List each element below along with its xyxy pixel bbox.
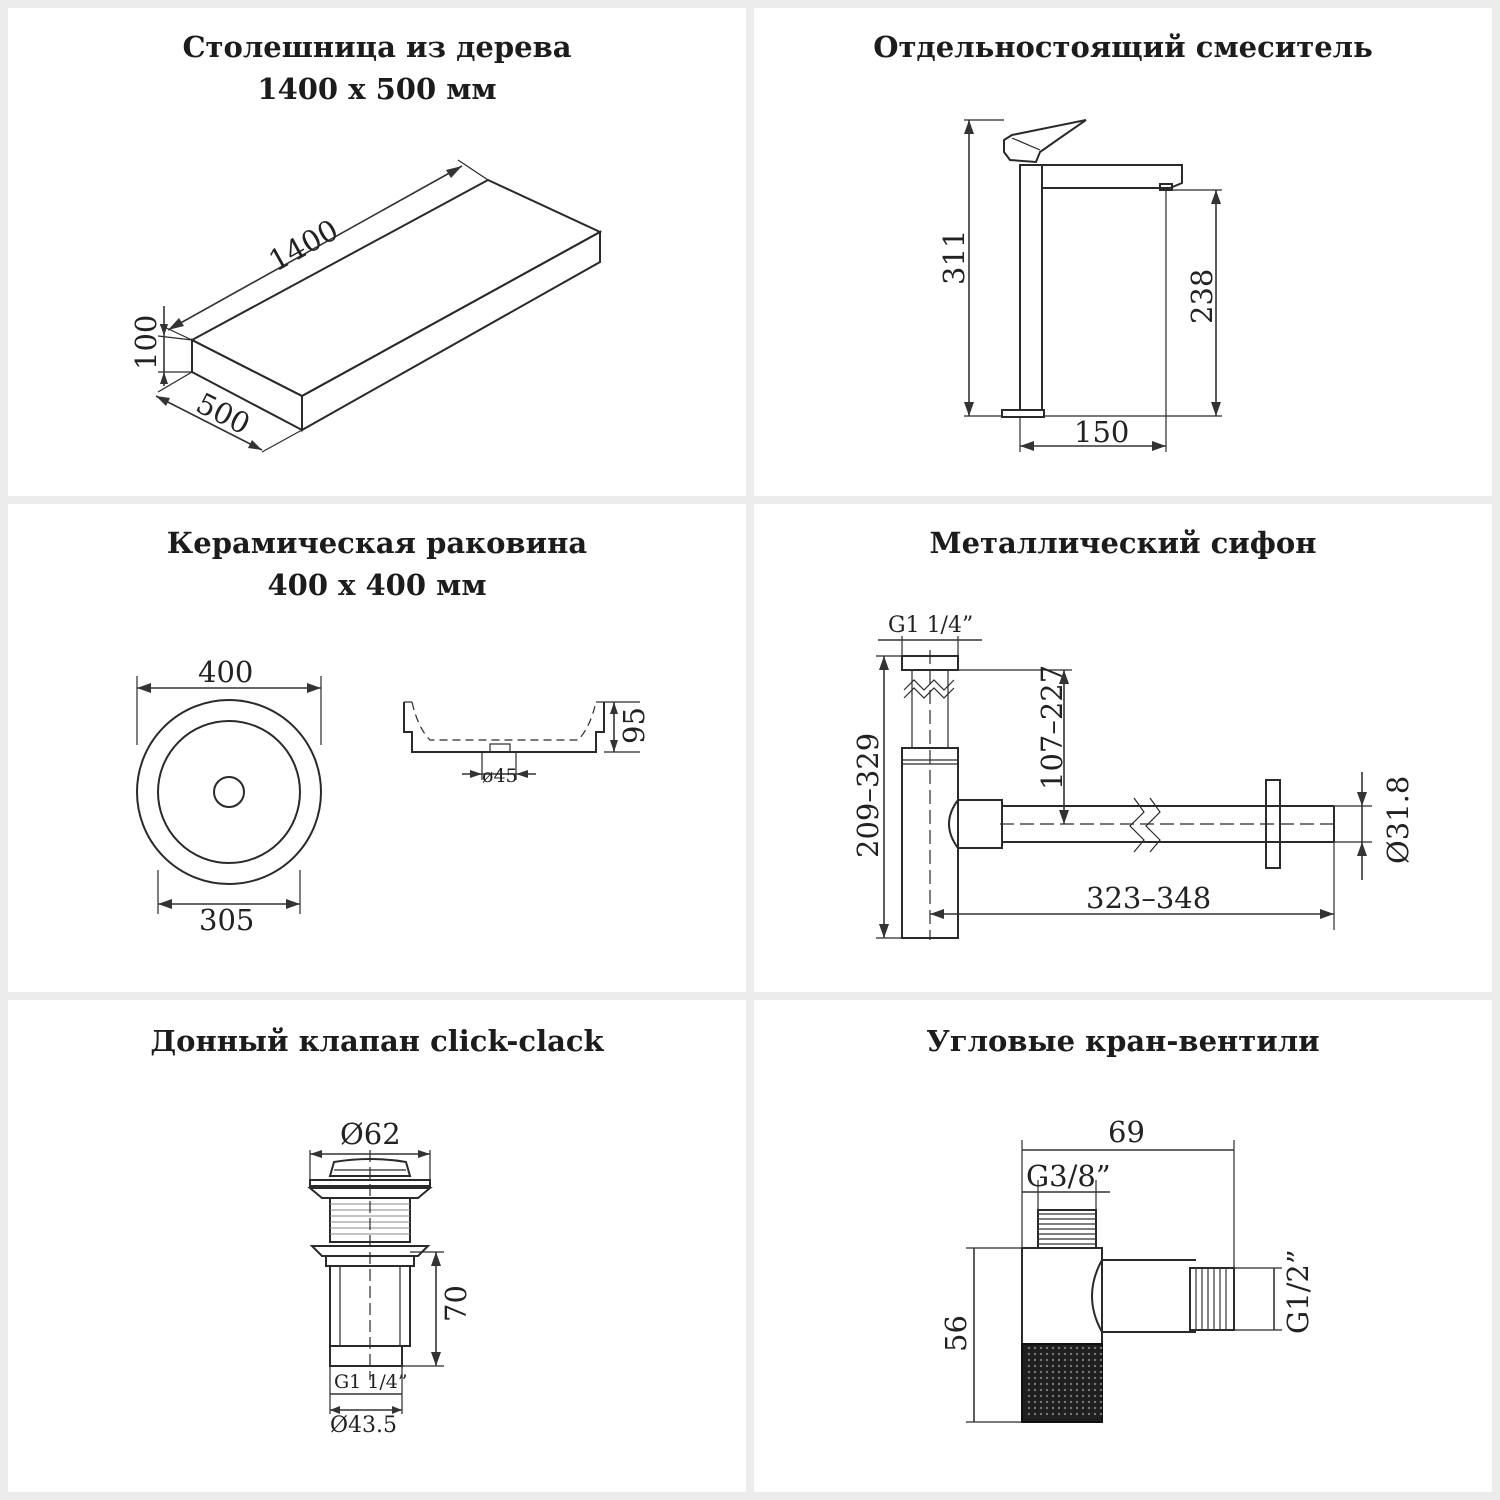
sink-inner-bowl [157, 720, 301, 864]
countertop-title: Столешница из дерева 1400 х 500 мм [8, 26, 746, 110]
siphon-body [901, 747, 959, 939]
faucet-reach-label: 150 [1074, 415, 1129, 449]
siphon-title-line1: Металлический сифон [929, 526, 1317, 560]
countertop-length-dim-line [167, 165, 463, 331]
faucet-title-line1: Отдельностоящий смеситель [873, 30, 1373, 64]
sink-title-line2: 400 х 400 мм [267, 568, 487, 602]
sink-drain-label: ø45 [482, 765, 518, 787]
drain-valve-cap-label: Ø62 [340, 1117, 401, 1151]
angle-valve-title: Угловые кран-вентили [754, 1020, 1492, 1062]
angle-valve-panel: Угловые кран-вентили [754, 1000, 1492, 1492]
siphon-drawing: G1 1/4” 209–329 107–227 323–348 [851, 613, 1415, 940]
siphon-offset-label: 107–227 [1035, 665, 1069, 790]
drain-valve-thread-label: G1 1/4” [334, 1371, 408, 1393]
siphon-wall-flange [1265, 779, 1281, 869]
drain-valve-lower-thread [329, 1345, 403, 1367]
sink-profile-bowl [411, 701, 597, 741]
sink-drawing: 400 305 95 ø45 [136, 655, 651, 937]
angle-valve-handle [1021, 1343, 1103, 1423]
countertop-side-face [301, 230, 601, 432]
drain-valve-body-label: Ø43.5 [330, 1413, 397, 1438]
sink-title: Керамическая раковина 400 х 400 мм [8, 522, 746, 606]
drain-valve-cap [328, 1158, 412, 1177]
faucet-title: Отдельностоящий смеситель [754, 26, 1492, 68]
drain-valve-height-label: 70 [439, 1285, 473, 1322]
siphon-thread-label: G1 1/4” [888, 613, 973, 638]
angle-valve-outlet-thread [1189, 1267, 1235, 1331]
siphon-elbow [948, 799, 1003, 849]
countertop-length-label: 1400 [263, 213, 344, 279]
angle-valve-width-label: 69 [1108, 1115, 1145, 1149]
siphon-height-label: 209–329 [851, 733, 885, 858]
siphon-panel: Металлический сифон [754, 504, 1492, 992]
sink-drain-hole [213, 776, 245, 808]
angle-valve-body [1021, 1247, 1103, 1345]
sink-outer-rim [136, 699, 322, 885]
faucet-total-height-label: 311 [937, 230, 971, 285]
faucet-base [1001, 409, 1045, 418]
angle-valve-title-line1: Угловые кран-вентили [926, 1024, 1320, 1058]
siphon-diameter-label: Ø31.8 [1381, 776, 1415, 864]
angle-valve-drawing: 69 G3/8” 56 G1/2” [939, 1115, 1315, 1423]
siphon-title: Металлический сифон [754, 522, 1492, 564]
faucet-drawing: 311 238 150 [937, 119, 1222, 452]
angle-valve-knurl-pattern [1027, 1346, 1103, 1416]
countertop-drawing: 1400 100 500 [129, 159, 603, 453]
countertop-title-line2: 1400 х 500 мм [257, 72, 497, 106]
sink-inner-diameter-label: 305 [199, 903, 254, 937]
sink-depth-label: 95 [617, 707, 651, 744]
countertop-depth-label: 500 [191, 386, 256, 441]
angle-valve-height-label: 56 [939, 1315, 973, 1352]
drain-valve-panel: Донный клапан click-clack [8, 1000, 746, 1492]
drain-valve-title: Донный клапан click-clack [8, 1020, 746, 1062]
faucet-spout-height-label: 238 [1185, 269, 1219, 324]
countertop-top-face [189, 178, 603, 398]
countertop-title-line1: Столешница из дерева [182, 30, 572, 64]
drain-valve-drawing: Ø62 70 G1 1/4” Ø43.5 [307, 1117, 473, 1438]
sink-outer-diameter-label: 400 [198, 655, 253, 689]
faucet-handle [1003, 119, 1087, 164]
sink-title-line1: Керамическая раковина [166, 526, 588, 560]
drain-valve-title-line1: Донный клапан click-clack [150, 1024, 604, 1058]
faucet-spout [1041, 164, 1183, 189]
faucet-panel: Отдельностоящий смеситель 311 238 [754, 8, 1492, 496]
angle-valve-inlet-label: G3/8” [1026, 1159, 1111, 1193]
faucet-column [1019, 164, 1043, 411]
countertop-panel: Столешница из дерева 1400 х 500 мм 1400 … [8, 8, 746, 496]
sink-panel: Керамическая раковина 400 х 400 мм 400 3… [8, 504, 746, 992]
angle-valve-outlet-label: G1/2” [1281, 1249, 1315, 1334]
countertop-height-label: 100 [129, 315, 163, 370]
siphon-length-label: 323–348 [1086, 881, 1211, 915]
